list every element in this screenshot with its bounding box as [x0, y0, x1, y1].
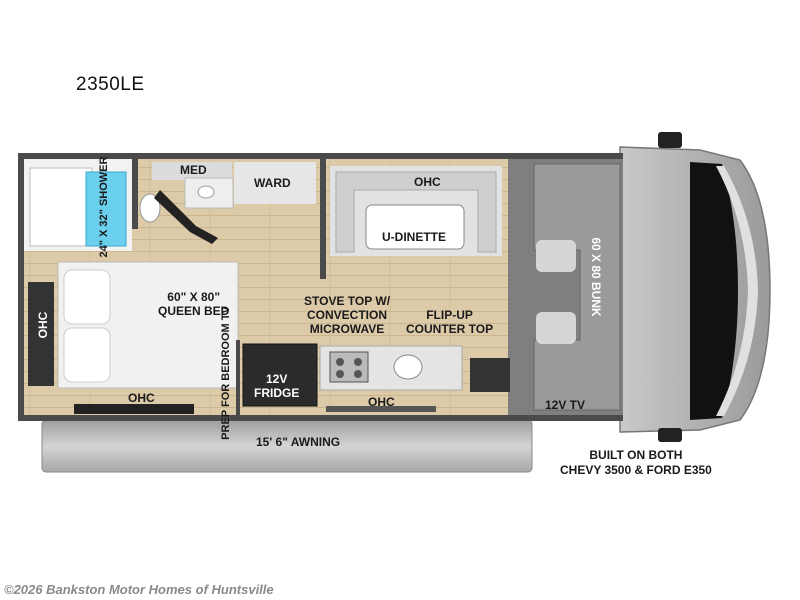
bedroom-wall [236, 340, 240, 415]
pillow-1 [63, 269, 111, 325]
toilet-icon [139, 193, 161, 223]
cab [619, 132, 771, 442]
mirror-bottom [658, 428, 682, 442]
bunk-label: 60 X 80 BUNK [589, 237, 603, 317]
shower-label: 24" X 32" SHOWER [98, 156, 110, 258]
queen-bed-line1: 60" X 80" [167, 290, 221, 304]
model-name: 2350LE [76, 74, 145, 95]
queen-bed-line2: QUEEN BED [158, 304, 230, 318]
chassis-note: BUILT ON BOTH CHEVY 3500 & FORD E350 [560, 448, 712, 478]
shower-stall [29, 167, 93, 247]
med-label: MED [180, 163, 207, 177]
cab-seat-top [536, 240, 576, 272]
mirror-top [658, 132, 682, 148]
sink-icon [197, 185, 215, 199]
stove-line2: CONVECTION [307, 308, 388, 322]
cab-seat-bottom [536, 312, 576, 344]
stove-label: STOVE TOP W/ CONVECTION MICROWAVE [304, 294, 390, 336]
copyright: ©2026 Bankston Motor Homes of Huntsville [4, 582, 274, 597]
awning-label: 15' 6" AWNING [256, 435, 341, 449]
med-cabinet [152, 162, 232, 180]
pillow-2 [63, 327, 111, 383]
shower-glass [85, 171, 127, 247]
flip-up-label: FLIP-UP COUNTER TOP [406, 308, 493, 336]
bath-wall [132, 159, 138, 229]
built-line2: CHEVY 3500 & FORD E350 [560, 463, 712, 477]
bed-ohc-label: OHC [128, 391, 155, 405]
bedroom-ohc [28, 282, 54, 386]
fridge-line1: 12V [265, 372, 288, 386]
u-dinette-label: U-DINETTE [382, 230, 446, 244]
dinette-wall [320, 159, 326, 279]
bed-ohc-strip [74, 404, 194, 414]
stove-line3: MICROWAVE [309, 322, 385, 336]
kitchen-ohc-label: OHC [368, 395, 395, 409]
kitchen-ohc-strip [326, 406, 436, 412]
tv-label: 12V TV [545, 398, 586, 412]
fridge-label: 12V FRIDGE [254, 372, 299, 400]
dinette-table [365, 204, 465, 250]
ohc-left-label: OHC [36, 311, 50, 339]
flip-line2: COUNTER TOP [406, 322, 494, 336]
ward-label: WARD [254, 176, 291, 190]
stovetop-icon [329, 351, 369, 383]
bath-door-icon [154, 190, 218, 244]
fridge-line2: FRIDGE [254, 386, 300, 400]
prep-tv-label: PREP FOR BEDROOM TV [220, 306, 232, 440]
kitchen-sink-icon [393, 354, 423, 380]
built-line1: BUILT ON BOTH [589, 448, 683, 462]
flip-line1: FLIP-UP [426, 308, 473, 322]
fridge [242, 343, 318, 407]
dinette-ohc-label: OHC [414, 175, 441, 189]
entry-step [470, 358, 510, 392]
wardrobe [234, 162, 316, 204]
u-dinette-seat [335, 171, 497, 253]
queen-bed-label: 60" X 80" QUEEN BED [158, 290, 229, 318]
stove-line1: STOVE TOP W/ [304, 294, 391, 308]
